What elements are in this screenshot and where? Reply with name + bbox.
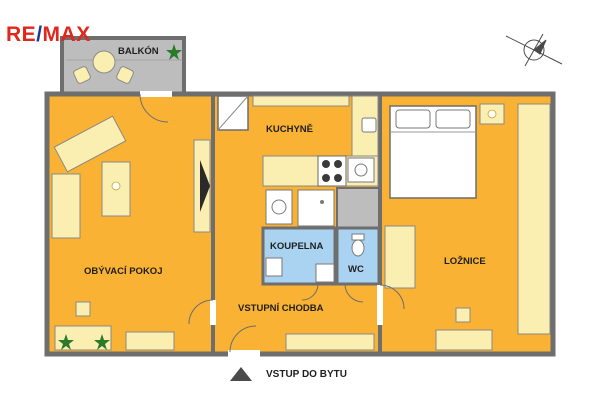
bathroom-sink <box>265 257 283 277</box>
kitchen-stove <box>317 155 347 187</box>
brand-logo-part2: MAX <box>42 23 91 46</box>
sideboard <box>125 331 175 351</box>
coffee-table <box>101 161 131 217</box>
shower <box>297 189 335 227</box>
washing-machine <box>265 189 293 225</box>
balcony-chair <box>73 66 91 84</box>
hall-wardrobe <box>336 187 380 229</box>
dresser <box>384 225 416 289</box>
room-label-living: OBÝVACÍ POKOJ <box>84 265 162 277</box>
balcony-chair <box>116 66 134 84</box>
entrance-marker: VSTUP DO BYTU <box>230 367 347 381</box>
bedroom-wardrobe <box>517 103 551 335</box>
room-label-bedroom: LOŽNICE <box>444 255 486 267</box>
kitchen-sink <box>361 117 377 133</box>
bathroom-cabinet <box>315 263 335 283</box>
toilet <box>351 239 365 257</box>
brand-logo: RE/MAX <box>6 24 91 45</box>
kitchen-corner-sink <box>347 157 375 183</box>
room-label-wc: WC <box>348 264 364 275</box>
doors <box>139 91 405 358</box>
room-label-balcony: BALKÓN <box>118 45 159 57</box>
compass-icon <box>505 33 563 67</box>
sofa <box>53 115 127 173</box>
hall-shoe-cabinet <box>285 333 375 351</box>
balcony-table <box>92 50 116 74</box>
brand-logo-slash: / <box>36 23 43 46</box>
room-label-hall: VSTUPNÍ CHODBA <box>238 303 324 314</box>
entrance-arrow-icon <box>230 367 252 381</box>
flower-icon <box>111 109 497 191</box>
room-label-kitchen: KUCHYNĚ <box>266 123 313 135</box>
desk <box>435 329 493 351</box>
desk-chair <box>455 307 471 323</box>
dining-chair <box>75 301 91 317</box>
plant-icon <box>58 44 182 350</box>
room-label-bathroom: KOUPELNA <box>270 241 323 252</box>
tv <box>200 160 210 212</box>
entrance-label: VSTUP DO BYTU <box>266 368 347 380</box>
kitchen-shelf <box>252 95 350 107</box>
brand-logo-part1: RE <box>6 23 37 46</box>
armchair <box>51 173 81 239</box>
